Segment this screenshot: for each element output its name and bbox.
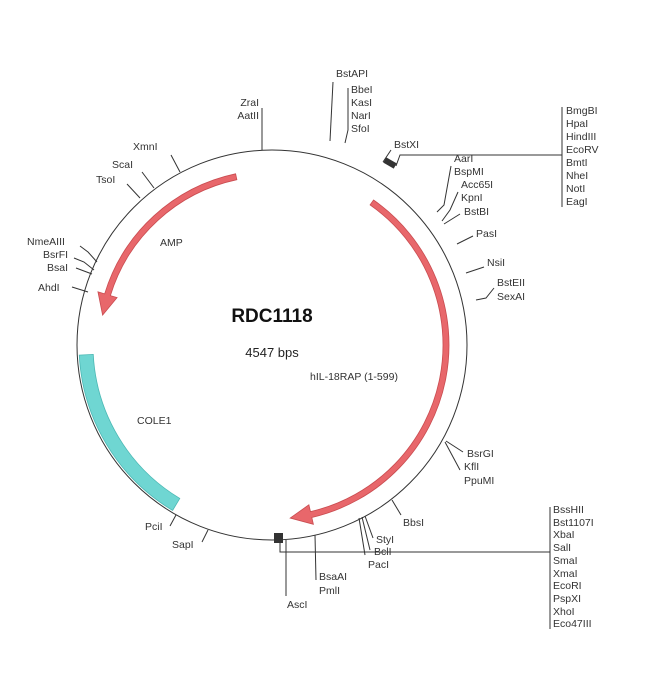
site-label: AhdI: [38, 282, 60, 294]
feature-label-amp: AMP: [160, 237, 183, 249]
site-label: BsrFI: [43, 249, 68, 261]
mcs-marker: [274, 533, 283, 543]
site-label: XhoI: [553, 606, 575, 618]
site-label: XmaI: [553, 568, 578, 580]
site-line: [329, 81, 334, 142]
site-label: HpaI: [566, 118, 588, 130]
site-line: [436, 165, 452, 213]
site-line: [344, 88, 349, 144]
site-line: [314, 534, 317, 581]
site-label: EcoRV: [566, 144, 599, 156]
site-label: SmaI: [553, 555, 578, 567]
site-label: BmgBI: [566, 105, 598, 117]
site-line: [169, 514, 177, 527]
plasmid-name: RDC1118: [231, 306, 312, 327]
site-label: BstAPI: [336, 68, 368, 80]
feature-cole1-band: [78, 353, 181, 511]
site-label: BsrGI: [467, 448, 494, 460]
site-line: [201, 529, 209, 543]
site-label: BstBI: [464, 206, 489, 218]
mcs-bottom-list: BssHII Bst1107I XbaI SalI SmaI XmaI EcoR…: [553, 504, 594, 630]
feature-amp-arrow: [97, 173, 238, 317]
site-label: AatII: [237, 110, 259, 122]
site-label: TsoI: [96, 174, 115, 186]
site-label: BbeI: [351, 84, 373, 96]
site-line: [75, 267, 93, 275]
site-line: [445, 440, 464, 453]
site-label: AarI: [454, 153, 473, 165]
site-line: [358, 517, 366, 556]
site-label: ZraI: [240, 97, 259, 109]
site-line: [475, 287, 495, 301]
site-line: [73, 257, 95, 271]
site-label: BstXI: [394, 139, 419, 151]
site-label: BbsI: [403, 517, 424, 529]
feature-label-cole1: COLE1: [137, 415, 172, 427]
plasmid-size: 4547 bps: [245, 345, 299, 360]
mcs-leader: [279, 543, 550, 553]
site-line: [465, 266, 485, 274]
site-label: BmtI: [566, 157, 588, 169]
site-label: Bst1107I: [553, 517, 594, 529]
site-label: NsiI: [487, 257, 505, 269]
site-label: PpuMI: [464, 475, 494, 487]
site-label: PspXI: [553, 593, 581, 605]
site-line: [443, 213, 461, 225]
mcs-top-list: BmgBI HpaI HindIII EcoRV BmtI NheI NotI …: [566, 105, 599, 208]
site-label: XbaI: [553, 529, 575, 541]
mcs-marker: [383, 157, 397, 169]
site-line: [456, 235, 474, 245]
site-label: ScaI: [112, 159, 133, 171]
site-label: SalI: [553, 542, 571, 554]
site-line: [79, 245, 98, 263]
site-label: NarI: [351, 110, 371, 122]
site-label: BspMI: [454, 166, 484, 178]
site-label: PciI: [145, 521, 163, 533]
site-label: BsaAI: [319, 571, 347, 583]
site-label: PasI: [476, 228, 497, 240]
site-line: [71, 286, 89, 293]
site-line: [444, 441, 461, 471]
backbone-circle: [76, 149, 468, 541]
site-line: [141, 171, 155, 189]
site-label: BsaI: [47, 262, 68, 274]
site-label: SexAI: [497, 291, 525, 303]
site-label: BssHII: [553, 504, 584, 516]
site-label: PacI: [368, 559, 389, 571]
feature-il18rap-arrow: [289, 199, 450, 525]
site-label: BstEII: [497, 277, 525, 289]
site-label: KasI: [351, 97, 372, 109]
site-label: NheI: [566, 170, 588, 182]
site-label: Acc65I: [461, 179, 493, 191]
site-label: SapI: [172, 539, 194, 551]
site-label: EcoRI: [553, 580, 582, 592]
site-label: EagI: [566, 196, 588, 208]
site-line: [391, 499, 402, 516]
site-label: XmnI: [133, 141, 158, 153]
site-line: [441, 191, 459, 222]
site-label: PmlI: [319, 585, 340, 597]
site-label: HindIII: [566, 131, 596, 143]
site-label: AscI: [287, 599, 307, 611]
site-line: [364, 515, 374, 539]
feature-label-il18rap: hIL-18RAP (1-599): [310, 371, 398, 383]
site-line: [382, 149, 392, 163]
site-label: StyI: [376, 534, 394, 546]
site-label: SfoI: [351, 123, 370, 135]
site-line: [361, 516, 371, 551]
mcs-leader: [395, 154, 562, 167]
site-label: KflI: [464, 461, 479, 473]
site-label: NmeAIII: [27, 236, 65, 248]
site-line: [126, 183, 141, 199]
site-label: Eco47III: [553, 618, 592, 630]
site-label: KpnI: [461, 192, 483, 204]
site-label: NotI: [566, 183, 585, 195]
site-line: [170, 154, 181, 173]
